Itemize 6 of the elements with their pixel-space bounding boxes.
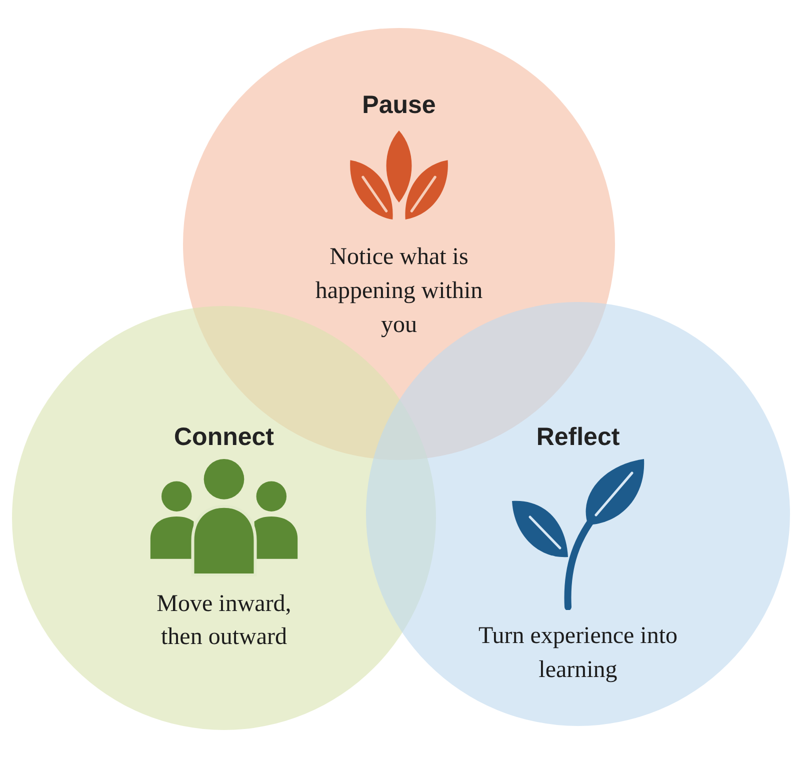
circle-heading: Connect [174, 422, 274, 452]
circle-description: Notice what is happening within you [314, 243, 484, 340]
circle-heading: Pause [362, 90, 436, 120]
circle-description: Move inward, then outward [156, 590, 292, 652]
circle-description: Turn experience into learning [477, 622, 679, 685]
circle-heading: Reflect [536, 422, 620, 452]
